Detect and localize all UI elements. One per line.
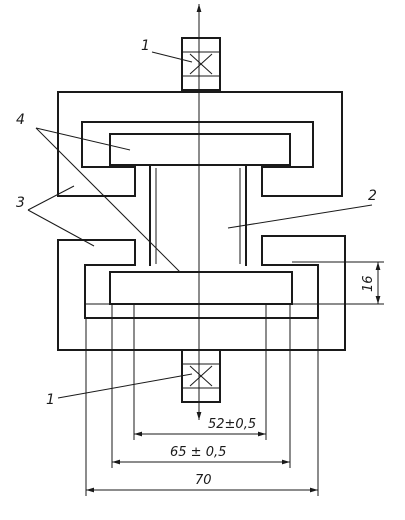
leader-part-2 [227,204,373,229]
dim-label-65: 65 ± 0,5 [170,445,226,460]
lower-outer-frame [57,235,346,351]
leader-part-3-b [27,209,95,247]
upper-plate [109,133,291,166]
bottom-support [181,349,221,403]
dim-label-52: 52±0,5 [208,417,256,432]
lower-plate [109,271,293,305]
leader-part-1-top [151,51,193,63]
upper-outer-frame [57,91,343,197]
label-part-1-bottom: 1 [46,392,55,408]
label-part-2: 2 [368,188,377,204]
label-part-4: 4 [16,112,25,128]
leader-part-3-a [27,185,75,211]
leader-part-4-b [35,127,181,273]
label-part-1-top: 1 [141,38,150,54]
dim-label-70: 70 [195,473,212,488]
leader-part-4-a [35,127,131,151]
leader-part-1-bottom [57,373,193,399]
top-support [181,37,221,91]
label-part-3: 3 [16,195,25,211]
dim-label-16: 16 [361,275,376,292]
central-specimen [149,165,247,266]
